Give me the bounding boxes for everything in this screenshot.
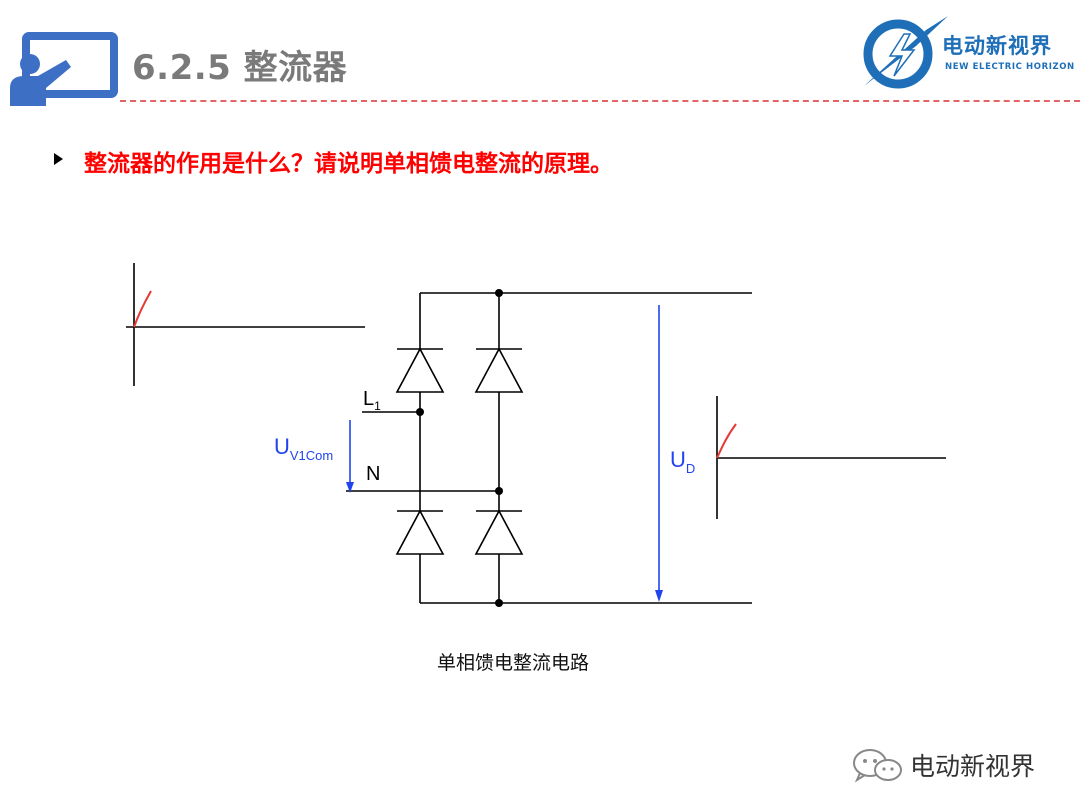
- bullet-triangle-icon: [54, 153, 63, 165]
- header-divider: [120, 100, 1080, 102]
- label-ud: UD: [670, 447, 695, 476]
- diode-d3-icon: [395, 509, 445, 555]
- label-n: N: [366, 463, 380, 485]
- watermark-text: 电动新视界: [910, 752, 1036, 781]
- brand-logo-icon: [863, 16, 948, 89]
- junction-n: [495, 487, 503, 495]
- watermark: 电动新视界: [852, 744, 1062, 788]
- wechat-icon: [853, 749, 902, 783]
- label-uv1com: UV1Com: [274, 434, 333, 463]
- question-text: 整流器的作用是什么？请说明单相馈电整流的原理。: [84, 151, 613, 177]
- junction-l1: [416, 408, 424, 416]
- presentation-icon: [10, 32, 118, 106]
- junction-bottom: [495, 599, 503, 607]
- junction-top: [495, 289, 503, 297]
- diode-d4-icon: [474, 509, 524, 555]
- diode-d1-icon: [395, 347, 445, 393]
- diagram-caption: 单相馈电整流电路: [437, 652, 590, 674]
- output-waveform-plot: [716, 396, 946, 519]
- input-waveform-plot: [126, 263, 365, 386]
- diode-d2-icon: [474, 347, 524, 393]
- brand-name-cn: 电动新视界: [942, 34, 1052, 58]
- label-l1: L1: [363, 388, 381, 413]
- page-title: 6.2.5 整流器: [132, 48, 348, 88]
- brand-name-en: NEW ELECTRIC HORIZON: [945, 62, 1075, 72]
